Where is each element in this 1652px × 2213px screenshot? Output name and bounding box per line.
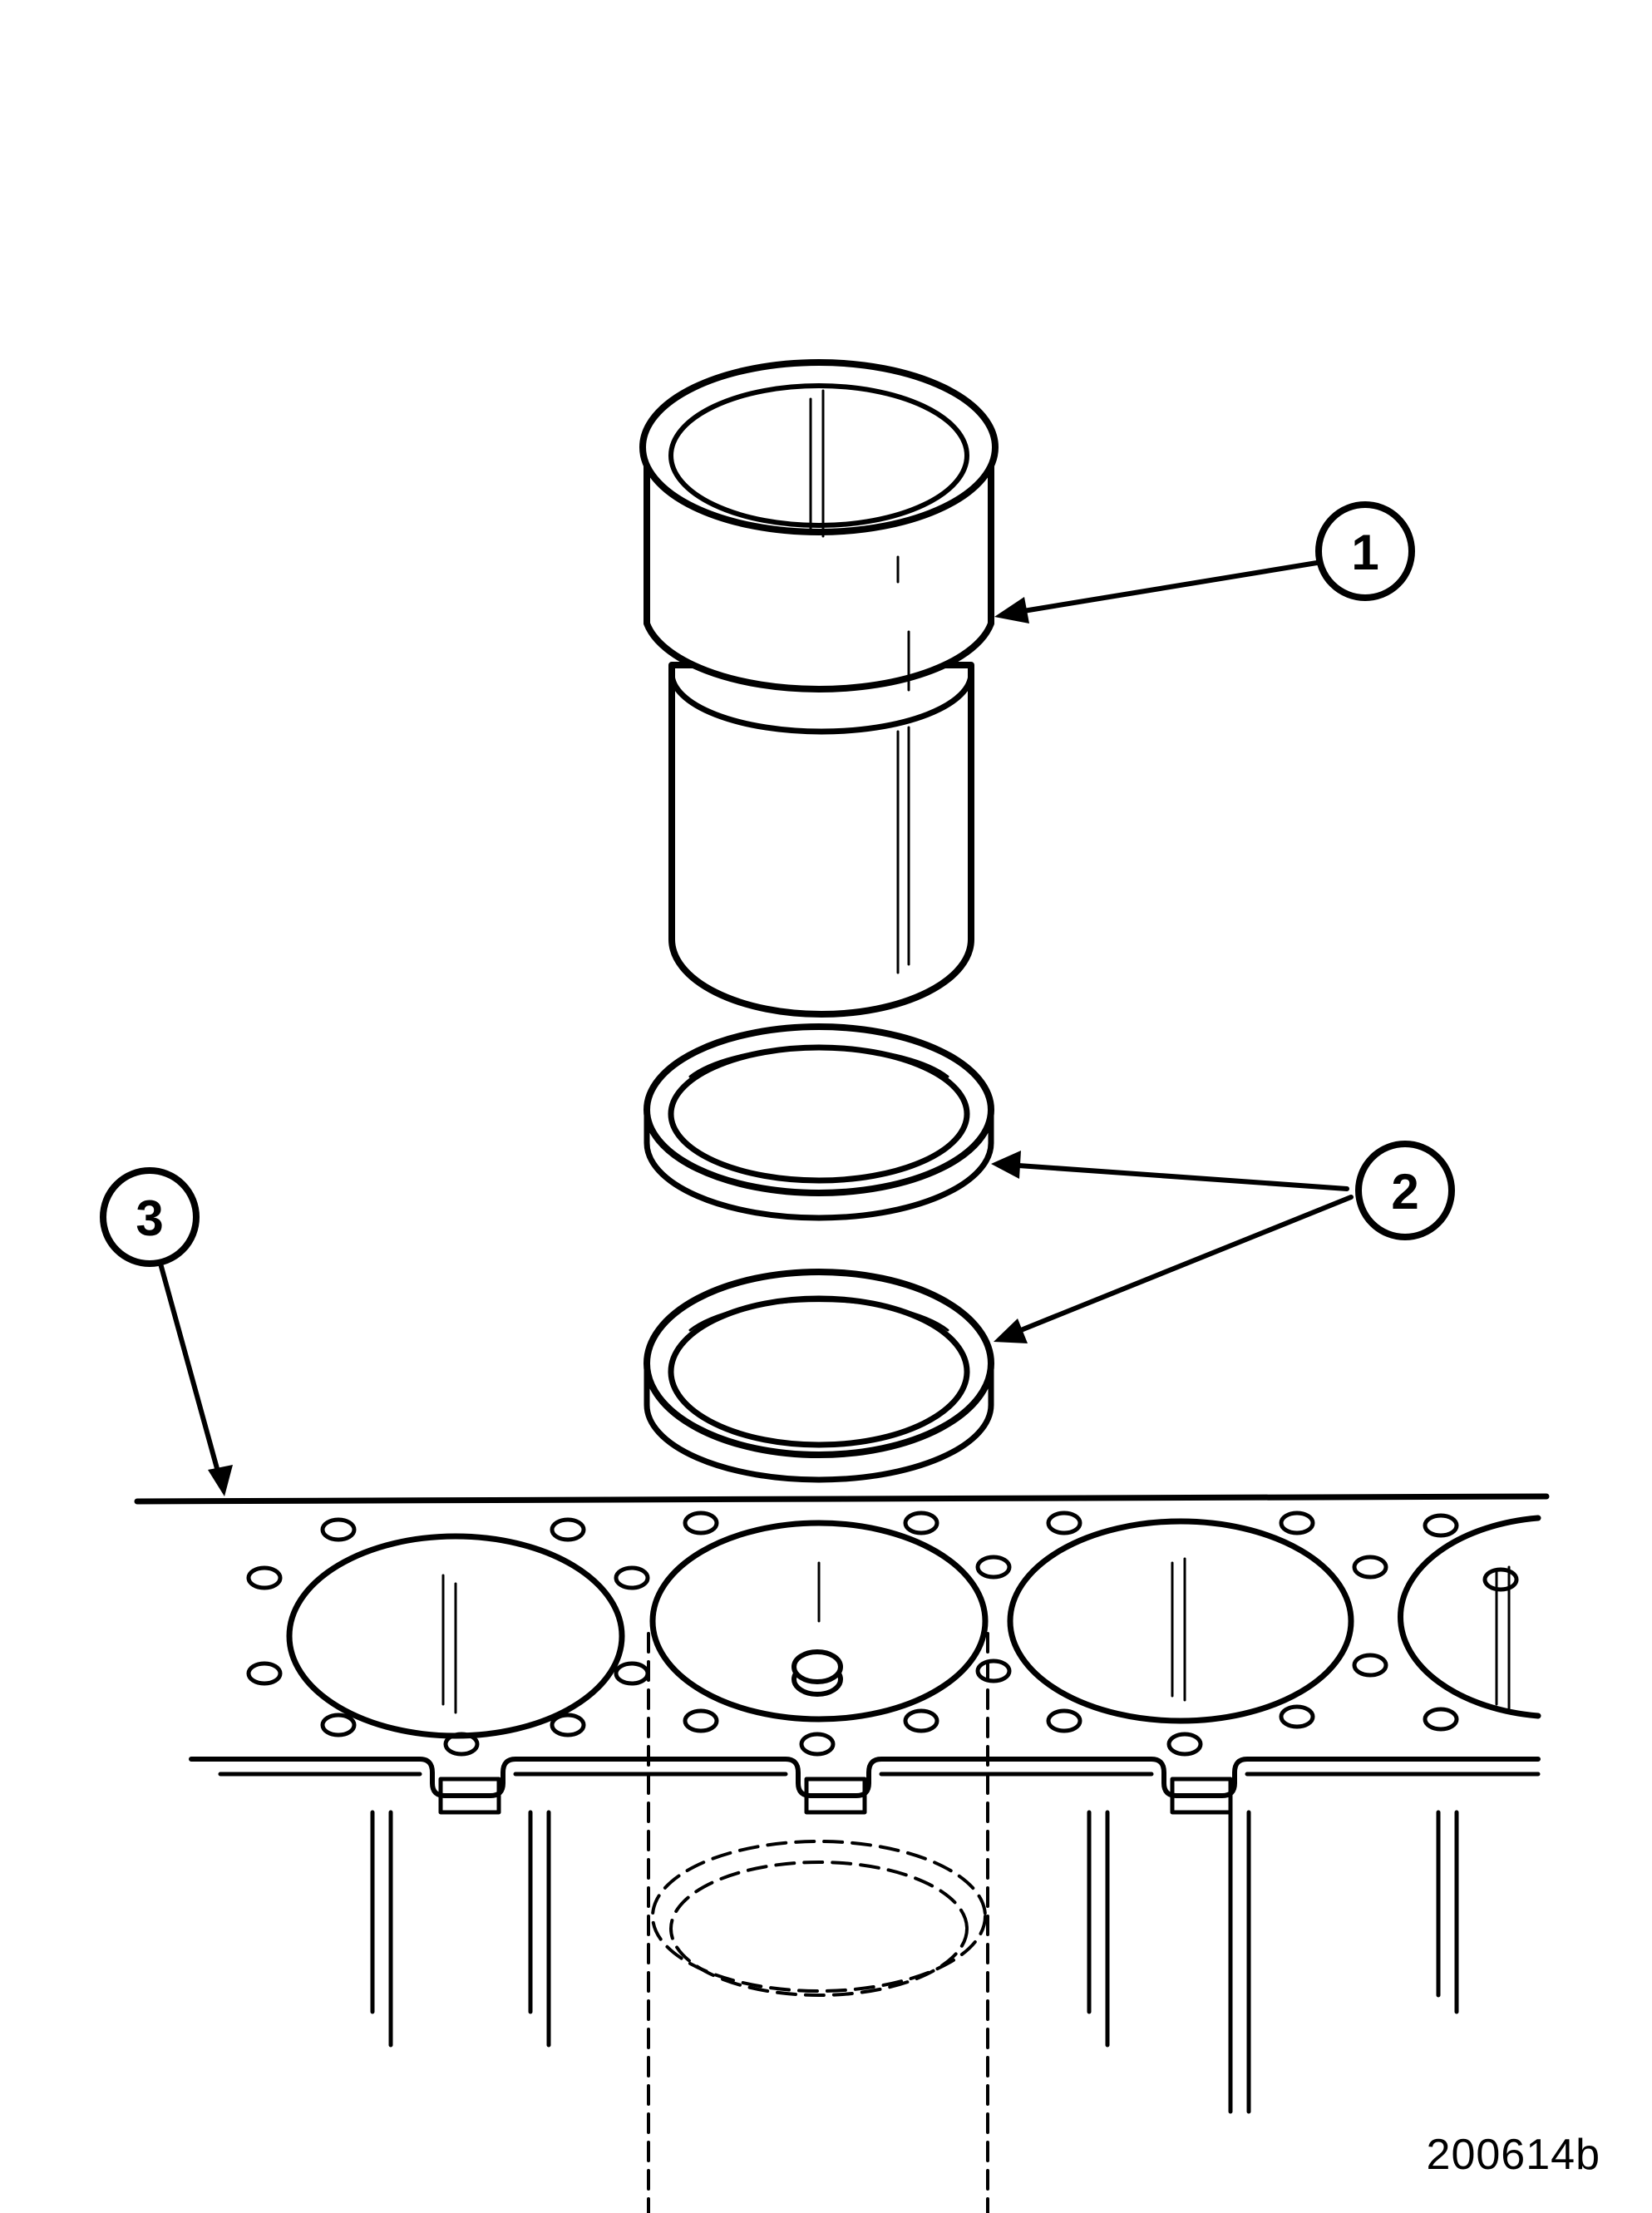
svg-text:3: 3 bbox=[136, 1190, 163, 1246]
o-ring-upper bbox=[644, 1023, 994, 1221]
engine-block bbox=[134, 1493, 1550, 2213]
leader-3 bbox=[158, 1261, 233, 1496]
callout-2: 2 bbox=[1355, 1141, 1455, 1240]
figure-id: 200614b bbox=[1426, 2131, 1600, 2179]
o-ring-lower bbox=[644, 1269, 994, 1483]
svg-text:1: 1 bbox=[1351, 525, 1378, 580]
bore-3 bbox=[1007, 1518, 1354, 1724]
bore-2 bbox=[649, 1520, 989, 1723]
leader-1 bbox=[994, 559, 1324, 623]
cylinder-liner bbox=[639, 359, 999, 1018]
leader-2 bbox=[991, 1151, 1354, 1343]
callout-3: 3 bbox=[100, 1167, 200, 1267]
svg-text:2: 2 bbox=[1391, 1164, 1418, 1220]
callout-1: 1 bbox=[1315, 501, 1415, 601]
bore-4-partial bbox=[1397, 1515, 1541, 1719]
